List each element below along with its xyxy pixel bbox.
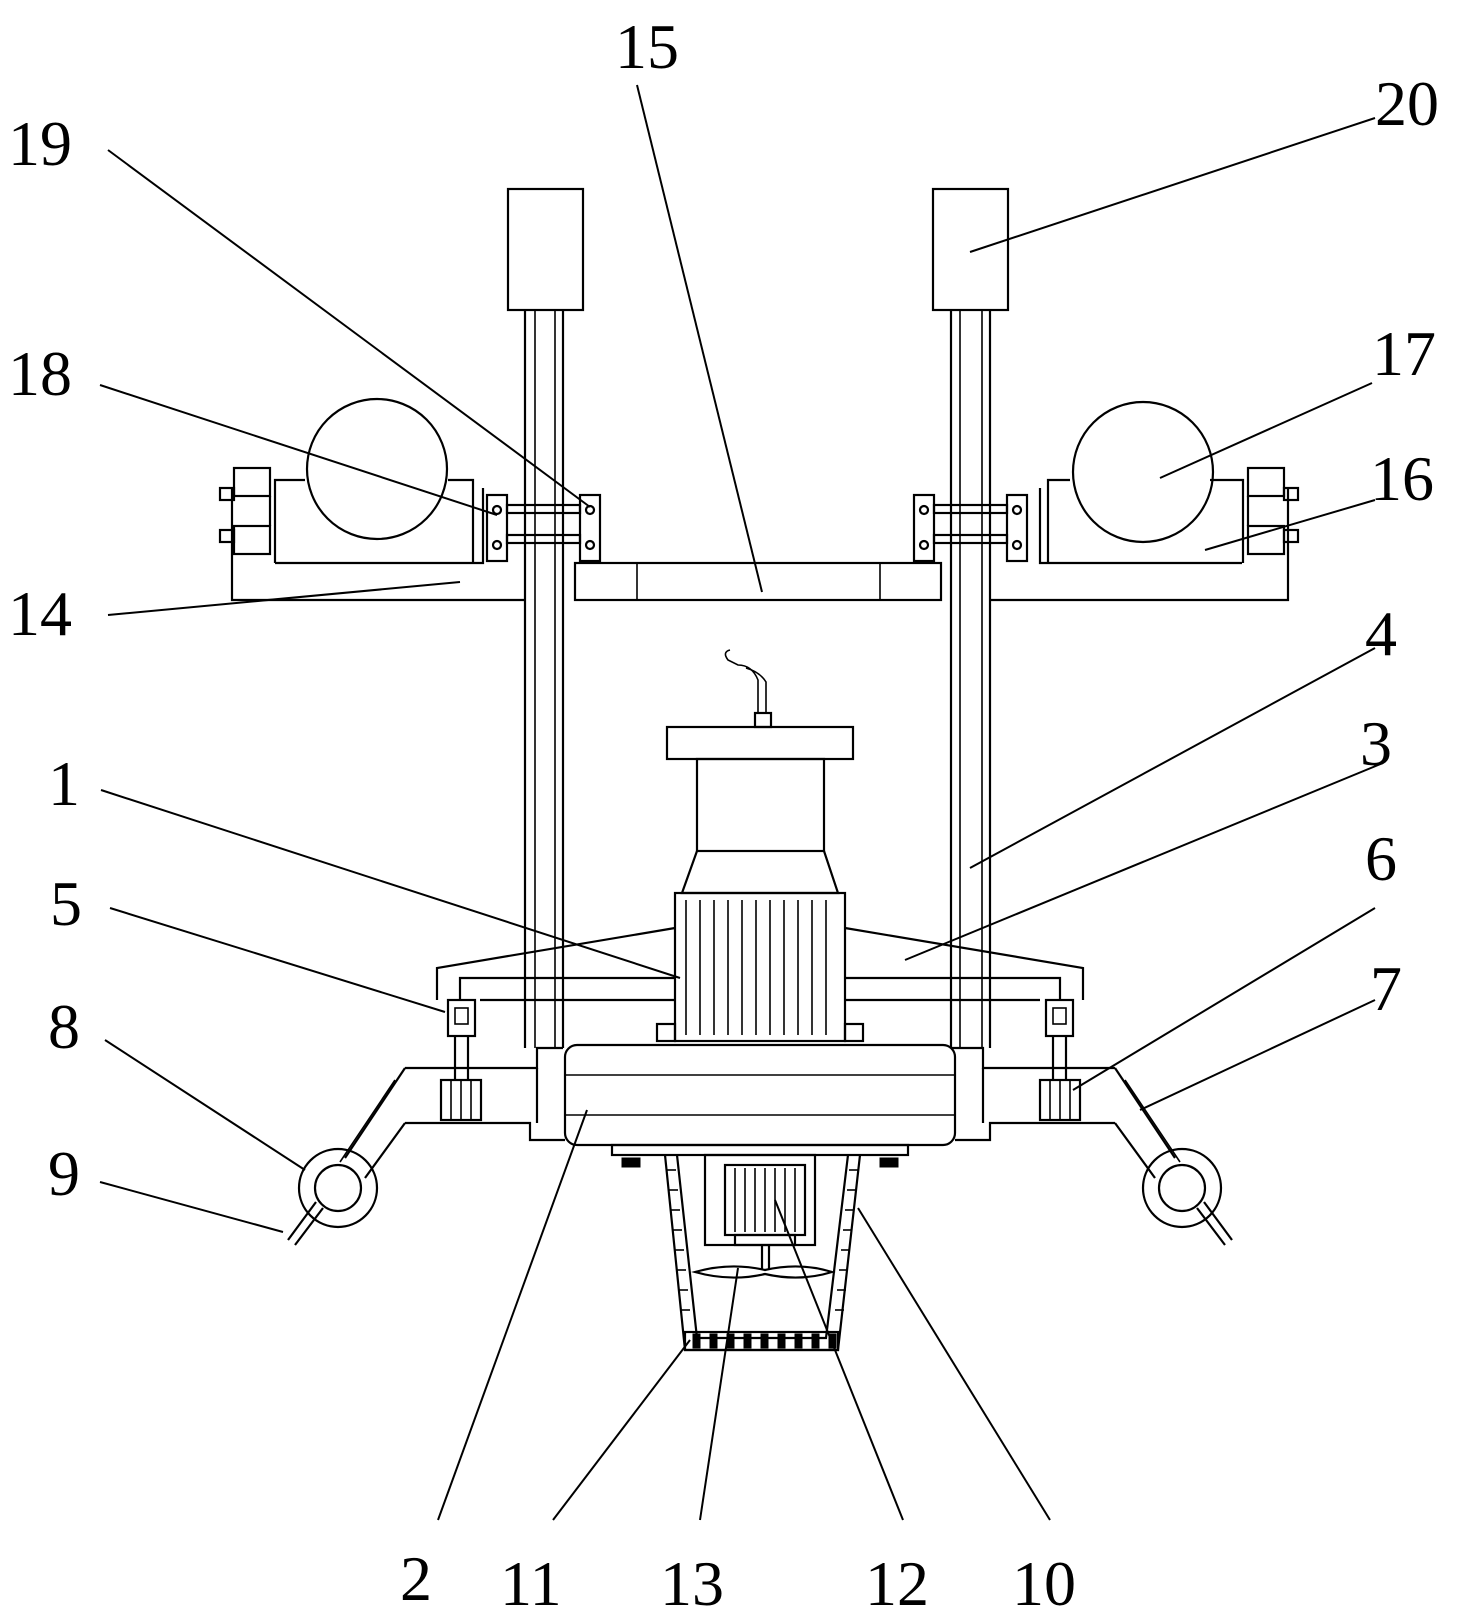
cover bbox=[435, 926, 1085, 1002]
label-1: 1 bbox=[48, 748, 80, 819]
leader-lines bbox=[99, 84, 1384, 1521]
label-15: 15 bbox=[615, 11, 679, 82]
label-20: 20 bbox=[1375, 68, 1439, 139]
arm-right bbox=[1114, 1067, 1181, 1179]
label-9: 9 bbox=[48, 1138, 80, 1209]
shaft bbox=[690, 1245, 836, 1279]
label-8: 8 bbox=[48, 991, 80, 1062]
cylinder-right bbox=[1038, 998, 1082, 1122]
label-14: 14 bbox=[8, 578, 72, 649]
label-16: 16 bbox=[1370, 443, 1434, 514]
wheel-right bbox=[1141, 1147, 1233, 1246]
wheel-left bbox=[287, 1147, 379, 1246]
motor bbox=[655, 649, 865, 1043]
arm-left bbox=[339, 1067, 406, 1179]
label-5: 5 bbox=[50, 868, 82, 939]
label-18: 18 bbox=[8, 338, 72, 409]
hopper bbox=[610, 1143, 910, 1352]
label-17: 17 bbox=[1372, 318, 1436, 389]
label-7: 7 bbox=[1370, 953, 1402, 1024]
label-19: 19 bbox=[8, 108, 72, 179]
top-block-right bbox=[931, 187, 1010, 312]
cylinder-left bbox=[439, 998, 483, 1122]
label-4: 4 bbox=[1365, 598, 1397, 669]
label-2: 2 bbox=[400, 1543, 432, 1614]
reference-numerals: 1 2 3 4 5 6 7 8 9 10 11 12 13 14 15 16 1… bbox=[8, 11, 1439, 1615]
label-10: 10 bbox=[1012, 1548, 1076, 1615]
clamp-right bbox=[912, 493, 1029, 563]
grate bbox=[683, 1330, 840, 1352]
clamp-left bbox=[485, 493, 602, 563]
label-13: 13 bbox=[660, 1548, 724, 1615]
base-plate bbox=[405, 1046, 1115, 1142]
label-3: 3 bbox=[1360, 708, 1392, 779]
lamp-housing-right bbox=[1046, 400, 1300, 563]
label-6: 6 bbox=[1365, 823, 1397, 894]
vertical-rod-right bbox=[949, 310, 992, 1048]
vertical-rod-left bbox=[523, 310, 565, 1048]
small-motor bbox=[703, 1153, 817, 1247]
label-12: 12 bbox=[865, 1548, 929, 1615]
side-arm-left bbox=[230, 488, 525, 602]
top-block-left bbox=[506, 187, 585, 312]
lamp-housing-left bbox=[218, 397, 475, 563]
label-11: 11 bbox=[500, 1548, 562, 1615]
crossbar bbox=[573, 561, 943, 602]
bearing-block bbox=[563, 1043, 957, 1147]
